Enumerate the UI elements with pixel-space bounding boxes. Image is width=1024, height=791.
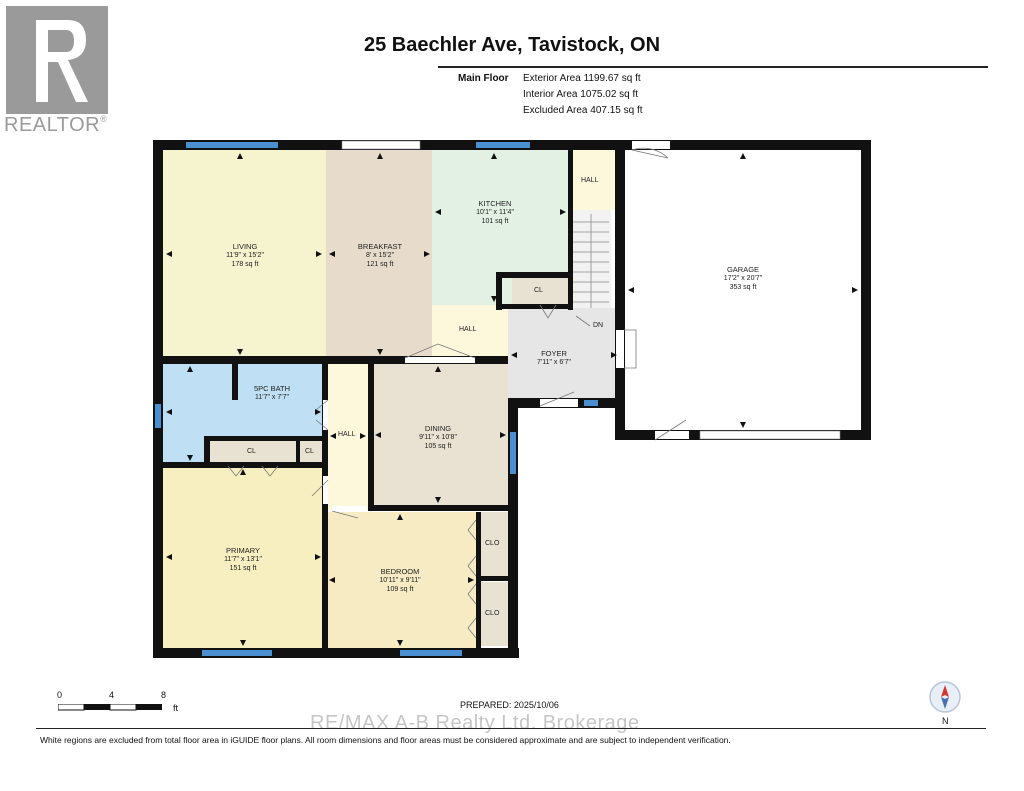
hall-label-stair: HALL <box>581 177 599 184</box>
room-dining: DINING 9'11" x 10'8" 105 sq ft <box>388 424 488 451</box>
bedroom-area: 109 sq ft <box>386 586 414 593</box>
closet-primary-fill <box>210 440 296 466</box>
room-foyer: FOYER 7'11" x 6'7" <box>514 349 594 367</box>
primary-dims: 11'7" x 13'1" <box>224 556 262 563</box>
bedroom-name: BEDROOM <box>380 567 420 576</box>
realtor-wordmark: REALTOR® <box>4 114 107 137</box>
scale-bar <box>58 704 162 711</box>
realtor-logo <box>6 6 108 114</box>
room-bath: 5PC BATH 11'7" x 7'7" <box>232 384 312 402</box>
room-kitchen: KITCHEN 10'1" x 11'4" 101 sq ft <box>445 199 545 226</box>
room-living: LIVING 11'9" x 15'2" 178 sq ft <box>195 242 295 269</box>
realtor-r-icon <box>6 6 108 114</box>
primary-area: 151 sq ft <box>229 565 257 572</box>
prepared-date: PREPARED: 2025/10/06 <box>460 700 559 710</box>
closet-bedroom-2-fill <box>480 582 510 646</box>
hall-label-upper: HALL <box>459 326 477 333</box>
kitchen-dims: 10'1" x 11'4" <box>476 209 514 216</box>
breakfast-area: 121 sq ft <box>366 261 394 268</box>
scale-tick-4: 4 <box>109 690 115 700</box>
brokerage-watermark: RE/MAX A-B Realty Ltd. Brokerage <box>310 712 640 734</box>
disclaimer-note: White regions are excluded from total fl… <box>40 735 731 745</box>
registered-mark: ® <box>100 114 108 124</box>
closet-label-primary: CL <box>247 448 256 455</box>
scale-tick-0: 0 <box>57 690 63 700</box>
primary-name: PRIMARY <box>225 546 261 555</box>
primary-fill <box>163 466 324 648</box>
stair-treads <box>573 214 609 308</box>
compass-north-label: N <box>942 716 949 726</box>
garage-name: GARAGE <box>726 265 760 274</box>
openings <box>323 140 841 511</box>
living-name: LIVING <box>232 242 258 251</box>
closet-label-foyer: CL <box>534 287 543 294</box>
garage-area: 353 sq ft <box>729 284 757 291</box>
dining-fill <box>372 364 508 507</box>
dimension-arrows <box>166 153 858 646</box>
hall-label-lower: HALL <box>338 431 356 438</box>
closet-foyer-fill <box>512 276 568 304</box>
bedroom-fill <box>326 512 478 648</box>
bath-dims: 11'7" x 7'7" <box>255 394 289 401</box>
foyer-dims: 7'11" x 6'7" <box>537 359 571 366</box>
floor-name: Main Floor <box>458 73 509 84</box>
room-primary: PRIMARY 11'7" x 13'1" 151 sq ft <box>193 546 293 573</box>
garage-dims: 17'2" x 20'7" <box>723 275 763 282</box>
stairs-down-label: DN <box>593 322 604 329</box>
closet-small-fill <box>298 440 322 466</box>
kitchen-area: 101 sq ft <box>481 218 509 225</box>
door-swings <box>227 147 687 639</box>
realtor-word: REALTOR <box>4 114 101 136</box>
closet-label-small: CL <box>305 448 314 455</box>
living-dims: 11'9" x 15'2" <box>226 252 264 259</box>
room-bedroom: BEDROOM 10'11" x 9'11" 109 sq ft <box>350 567 450 594</box>
closet-label-bedroom-2: CLO <box>485 610 500 617</box>
excluded-area: Excluded Area 407.15 sq ft <box>523 105 643 116</box>
foyer-fill <box>508 308 620 398</box>
room-garage: GARAGE 17'2" x 20'7" 353 sq ft <box>693 265 793 292</box>
hall-stair-fill <box>571 150 615 210</box>
room-breakfast: BREAKFAST 8' x 15'2" 121 sq ft <box>330 242 430 269</box>
closet-bedroom-1-fill <box>480 512 510 578</box>
dining-dims: 9'11" x 10'8" <box>419 434 457 441</box>
breakfast-room-fill <box>326 150 432 358</box>
breakfast-dims: 8' x 15'2" <box>365 252 395 259</box>
dining-area: 105 sq ft <box>424 443 452 450</box>
bedroom-dims: 10'11" x 9'11" <box>379 577 421 584</box>
closet-label-bedroom-1: CLO <box>485 540 500 547</box>
compass-icon <box>929 681 961 713</box>
interior-area: Interior Area 1075.02 sq ft <box>523 89 639 100</box>
living-room-fill <box>163 150 326 358</box>
title-divider <box>438 66 988 68</box>
foyer-name: FOYER <box>541 349 567 358</box>
exterior-area: Exterior Area 1199.67 sq ft <box>523 73 641 84</box>
kitchen-name: KITCHEN <box>478 199 512 208</box>
page-title: 25 Baechler Ave, Tavistock, ON <box>363 34 661 56</box>
windows <box>155 142 598 656</box>
hall-upper-fill <box>432 305 508 358</box>
bath-name: 5PC BATH <box>253 384 291 393</box>
dining-name: DINING <box>424 424 452 433</box>
scale-unit: ft <box>173 703 179 713</box>
breakfast-name: BREAKFAST <box>357 242 403 251</box>
living-area: 178 sq ft <box>231 261 259 268</box>
footer-divider <box>36 728 986 729</box>
scale-tick-8: 8 <box>161 690 167 700</box>
